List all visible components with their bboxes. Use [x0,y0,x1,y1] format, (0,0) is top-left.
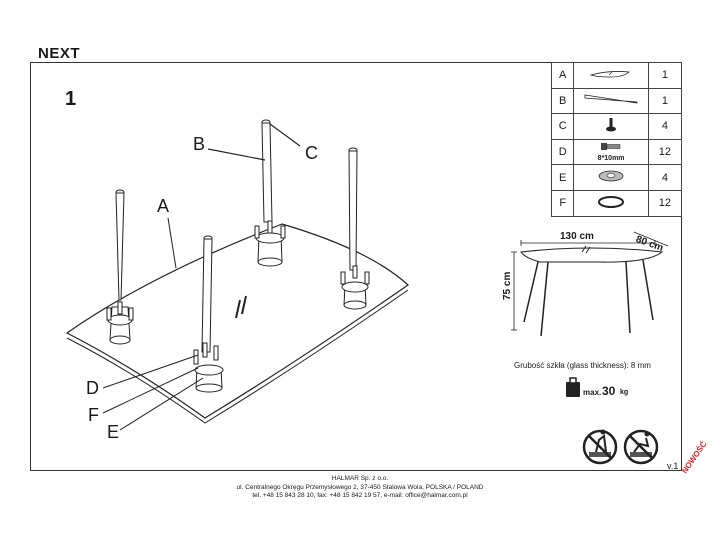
leg-icon [573,87,649,115]
leg-right [340,147,370,310]
ring-icon [573,189,649,217]
weight-icon [566,377,580,397]
screw-size-caption: 8*10mm [597,155,625,163]
screw-icon: 8*10mm [573,138,649,166]
leg-back-right [254,119,286,267]
leader-e [119,377,204,431]
footer-address: ul. Centralnego Okręgu Przemysłowego 2, … [236,483,484,491]
company-footer: HALMAR Sp. z o.o. ul. Centralnego Okręgu… [0,475,720,501]
parts-row: D 8*10mm 12 [550,138,683,166]
callout-a: A [157,196,170,216]
footer-contact: tel. +48 15 843 28 10, fax: +48 15 842 1… [252,492,468,499]
glass-hatch [235,299,241,319]
dimension-height: 75 cm [502,271,513,300]
glass-top-outline [65,223,409,419]
glass-top-icon [573,62,649,89]
version-label: v.1 [667,461,679,471]
glass-top-edge [66,289,409,424]
leader-a [167,217,177,269]
part-qty: 12 [647,138,683,166]
no-standing-icon [582,429,618,465]
glide-icon [573,113,649,140]
instruction-frame [30,62,682,471]
parts-row: E 4 [550,164,683,191]
part-letter: B [550,87,575,115]
parts-row: B 1 [550,87,683,115]
leg-back-left [106,189,134,345]
max-load-unit: kg [620,389,629,396]
footer-company: HALMAR Sp. z o.o. [331,475,389,482]
part-letter: D [550,138,575,166]
part-letter: A [550,62,575,89]
part-letter: F [550,189,575,217]
leader-c [269,123,301,147]
leader-f [102,367,199,414]
part-qty: 4 [647,164,683,191]
max-load-label: max. [583,388,602,397]
dimension-width: 130 cm [560,231,594,242]
parts-table: A 1 B 1 C 4 D 8*10mm 12 E 4 F [550,62,683,217]
step-number: 1 [65,88,77,110]
part-qty: 12 [647,189,683,217]
washer-icon [573,164,649,191]
glass-thickness-note: Grubość szkła (glass thickness): 8 mm [514,361,651,370]
callout-c: C [305,143,318,163]
table-side-view [511,231,669,337]
leg-front [193,235,224,393]
leader-d [102,354,199,389]
callout-e: E [107,422,120,442]
no-sitting-icon [623,429,659,465]
part-qty: 1 [647,62,683,89]
callout-f: F [88,405,99,425]
parts-row: F 12 [550,189,683,217]
part-qty: 4 [647,113,683,140]
part-qty: 1 [647,87,683,115]
leader-b [207,148,266,161]
parts-row: A 1 [550,62,683,89]
callout-b: B [193,134,206,154]
parts-row: C 4 [550,113,683,140]
glass-hatch [241,295,247,315]
product-title: NEXT [38,45,81,62]
callout-d: D [86,378,99,398]
part-letter: C [550,113,575,140]
max-load-value: 30 [602,384,616,398]
part-letter: E [550,164,575,191]
